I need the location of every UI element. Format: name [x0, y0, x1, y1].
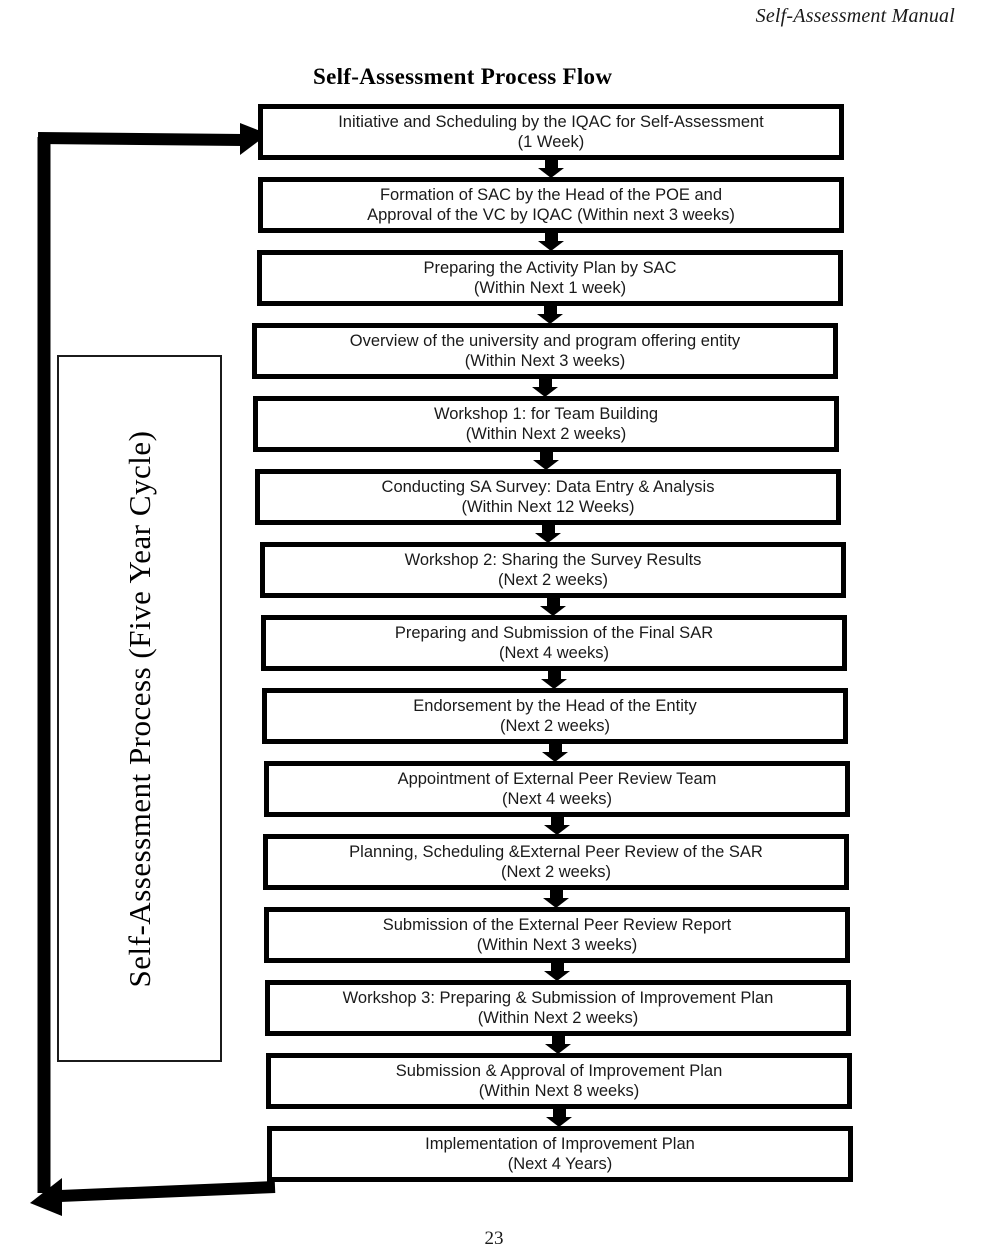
flow-step: Submission & Approval of Improvement Pla… — [266, 1053, 852, 1109]
connector-arrow-icon — [258, 160, 844, 178]
flow-step: Formation of SAC by the Head of the POE … — [258, 177, 844, 233]
flow-step: Overview of the university and program o… — [252, 323, 838, 379]
connector-arrow-icon — [263, 890, 849, 908]
step-name: Submission of the External Peer Review R… — [382, 916, 732, 934]
step-name: Preparing the Activity Plan by SAC — [423, 259, 677, 277]
flow-step: Endorsement by the Head of the Entity (N… — [262, 688, 848, 744]
flow-step: Preparing the Activity Plan by SAC (With… — [257, 250, 843, 306]
step-name: Initiative and Scheduling by the IQAC fo… — [338, 113, 764, 131]
step-name: Implementation of Improvement Plan — [425, 1135, 695, 1153]
connector-arrow-icon — [253, 452, 839, 470]
step-duration: (Within Next 3 weeks) — [476, 936, 638, 954]
step-name: Appointment of External Peer Review Team — [397, 770, 717, 788]
step-name: Submission & Approval of Improvement Pla… — [395, 1062, 723, 1080]
step-name: Overview of the university and program o… — [349, 332, 741, 350]
step-duration: (Next 4 weeks) — [498, 644, 610, 662]
cycle-label-box: Self-Assessment Process (Five Year Cycle… — [57, 355, 222, 1062]
flow-step: Workshop 2: Sharing the Survey Results (… — [260, 542, 846, 598]
step-duration: (Next 4 Years) — [507, 1155, 613, 1173]
step-name: Formation of SAC by the Head of the POE … — [379, 186, 723, 204]
flow-step: Implementation of Improvement Plan (Next… — [267, 1126, 853, 1182]
step-duration: (Next 2 weeks) — [497, 571, 609, 589]
page-title: Self-Assessment Process Flow — [313, 64, 613, 89]
step-name: Planning, Scheduling &External Peer Revi… — [349, 843, 763, 861]
page-number: 23 — [484, 1228, 504, 1249]
connector-arrow-icon — [264, 817, 850, 835]
running-header: Self-Assessment Manual — [755, 5, 955, 27]
connector-arrow-icon — [264, 963, 850, 981]
flow-step: Workshop 3: Preparing & Submission of Im… — [265, 980, 851, 1036]
step-duration: (Next 2 weeks) — [499, 717, 611, 735]
step-name: Workshop 2: Sharing the Survey Results — [404, 551, 702, 569]
connector-arrow-icon — [265, 1036, 851, 1054]
flow-step: Planning, Scheduling &External Peer Revi… — [263, 834, 849, 890]
step-duration: (Within Next 12 Weeks) — [461, 498, 635, 516]
flow-step: Preparing and Submission of the Final SA… — [261, 615, 847, 671]
flow-step: Conducting SA Survey: Data Entry & Analy… — [255, 469, 841, 525]
connector-arrow-icon — [261, 671, 847, 689]
connector-arrow-icon — [260, 598, 846, 616]
connector-arrow-icon — [258, 233, 844, 251]
step-name: Workshop 1: for Team Building — [433, 405, 659, 423]
step-name: Endorsement by the Head of the Entity — [413, 697, 697, 715]
flow-step: Appointment of External Peer Review Team… — [264, 761, 850, 817]
step-duration: (Within Next 1 week) — [473, 279, 627, 297]
flow-step: Submission of the External Peer Review R… — [264, 907, 850, 963]
connector-arrow-icon — [266, 1109, 852, 1127]
connector-arrow-icon — [255, 525, 841, 543]
flow-step: Workshop 1: for Team Building (Within Ne… — [253, 396, 839, 452]
step-name: Conducting SA Survey: Data Entry & Analy… — [381, 478, 715, 496]
step-duration: (Within Next 2 weeks) — [477, 1009, 639, 1027]
cycle-label-text: Self-Assessment Process (Five Year Cycle… — [121, 430, 157, 987]
step-duration: (1 Week) — [517, 133, 585, 151]
step-name: Preparing and Submission of the Final SA… — [394, 624, 714, 642]
connector-arrow-icon — [252, 379, 838, 397]
step-duration: (Next 4 weeks) — [501, 790, 613, 808]
step-duration: Approval of the VC by IQAC (Within next … — [367, 206, 735, 224]
step-duration: (Within Next 2 weeks) — [465, 425, 627, 443]
step-duration: (Next 2 weeks) — [500, 863, 612, 881]
step-name: Workshop 3: Preparing & Submission of Im… — [342, 989, 774, 1007]
step-duration: (Within Next 3 weeks) — [464, 352, 626, 370]
connector-arrow-icon — [257, 306, 843, 324]
connector-arrow-icon — [262, 744, 848, 762]
flow-step: Initiative and Scheduling by the IQAC fo… — [258, 104, 844, 160]
process-flow-column: Initiative and Scheduling by the IQAC fo… — [252, 104, 853, 1182]
step-duration: (Within Next 8 weeks) — [478, 1082, 640, 1100]
